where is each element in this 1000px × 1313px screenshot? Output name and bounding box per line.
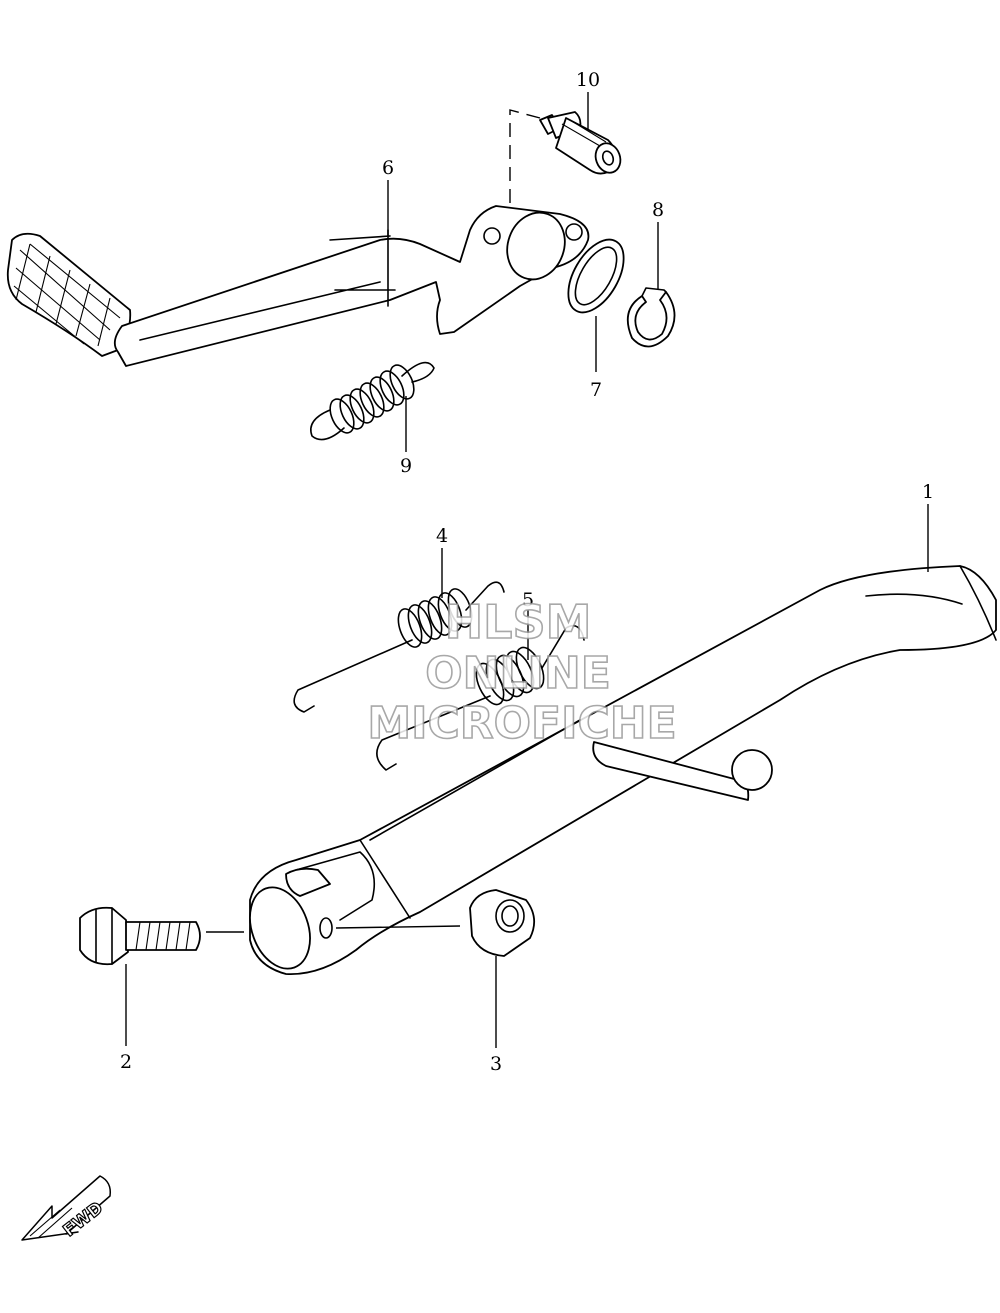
callout-1: 1: [922, 481, 934, 503]
callout-5: 5: [522, 589, 534, 611]
callout-7: 7: [590, 379, 602, 401]
part-7-washer[interactable]: [557, 230, 635, 321]
assembly-guide-line-10: [509, 109, 541, 240]
part-3-nut[interactable]: [469, 889, 536, 957]
callout-6: 6: [382, 157, 394, 179]
part-1-side-stand[interactable]: [239, 565, 997, 977]
callout-9: 9: [400, 455, 412, 477]
part-10-pivot-bolt[interactable]: [539, 111, 624, 176]
part-2-bolt[interactable]: [79, 906, 201, 966]
part-9-spring[interactable]: [310, 361, 435, 441]
callout-10: 10: [576, 69, 600, 91]
watermark-line-1: HLSM: [445, 595, 592, 649]
callout-4: 4: [436, 525, 448, 547]
watermark-line-2: ONLINE: [425, 648, 611, 699]
callout-3: 3: [490, 1053, 502, 1075]
callout-8: 8: [652, 199, 664, 221]
callout-2: 2: [120, 1051, 132, 1073]
callout-leaders: [125, 92, 929, 1048]
part-6-pedal[interactable]: [6, 204, 590, 367]
watermark: HLSM ONLINE MICROFICHE: [367, 594, 678, 750]
part-5-spring[interactable]: [376, 624, 585, 771]
part-4-spring[interactable]: [293, 581, 505, 713]
assembly-guide-line-3: [335, 925, 461, 929]
part-8-circlip[interactable]: [626, 287, 676, 348]
fwd-arrow: FWD: [21, 1175, 112, 1242]
watermark-line-3: MICROFICHE: [367, 698, 676, 749]
